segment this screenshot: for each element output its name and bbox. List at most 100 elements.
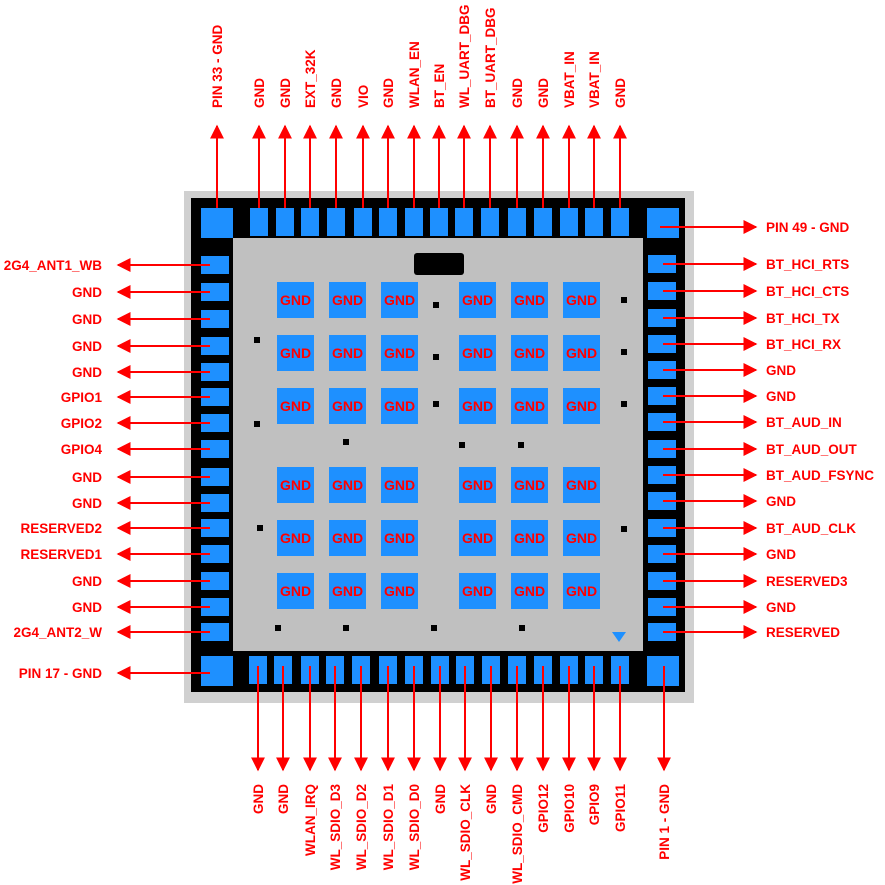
pin-label: BT_AUD_CLK xyxy=(766,521,856,536)
via-dot xyxy=(254,421,260,427)
pin-left-gnd: GND xyxy=(72,600,210,615)
pin-label: GPIO1 xyxy=(61,390,103,405)
pin-top-gnd: GND xyxy=(613,78,628,208)
top-edge-pad xyxy=(327,208,345,236)
center-gnd-pad: GND xyxy=(459,520,496,556)
pin-label: GND xyxy=(278,78,293,108)
center-gnd-pad: GND xyxy=(277,467,314,503)
pin-top-vbat-in: VBAT_IN xyxy=(587,51,602,208)
center-gnd-pad: GND xyxy=(563,573,600,609)
via-dot xyxy=(519,625,525,631)
pin-label: VIO xyxy=(356,85,371,108)
pin-label: GND xyxy=(766,547,796,562)
center-gnd-pad: GND xyxy=(277,520,314,556)
left-edge-pad xyxy=(201,256,229,274)
via-dot xyxy=(254,337,260,343)
corner-pad xyxy=(201,208,233,238)
center-gnd-pad: GND xyxy=(329,520,366,556)
pin-label: BT_AUD_IN xyxy=(766,415,842,430)
center-gnd-pad: GND xyxy=(381,467,418,503)
right-edge-pad xyxy=(648,492,676,510)
left-edge-pad xyxy=(201,283,229,301)
pin-label: RESERVED1 xyxy=(20,547,102,562)
top-edge-pad xyxy=(611,208,629,236)
pin-right-bt-hci-rts: BT_HCI_RTS xyxy=(663,257,849,272)
top-edge-pad xyxy=(534,208,552,236)
left-edge-pad xyxy=(201,310,229,328)
pin-top-wlan-en: WLAN_EN xyxy=(407,41,422,208)
right-edge-pad xyxy=(648,309,676,327)
center-gnd-label: GND xyxy=(384,530,415,546)
pin-top-gnd: GND xyxy=(381,78,396,208)
center-gnd-pad: GND xyxy=(381,335,418,371)
pin-left-2g4-ant1-wb: 2G4_ANT1_WB xyxy=(4,258,210,273)
pin-label: GND xyxy=(766,363,796,378)
center-gnd-pad: GND xyxy=(329,282,366,318)
pin-top-bt-en: BT_EN xyxy=(432,64,447,208)
pin-label: GND xyxy=(72,365,102,380)
pin-label: GND xyxy=(251,784,266,814)
right-edge-pad xyxy=(648,598,676,616)
pin-bottom-gnd: GND xyxy=(484,666,499,814)
center-gnd-pad: GND xyxy=(329,467,366,503)
center-gnd-pad: GND xyxy=(563,335,600,371)
pin-bottom-wl-sdio-cmd: WL_SDIO_CMD xyxy=(510,666,525,884)
center-gnd-label: GND xyxy=(280,345,311,361)
pin-label: GND xyxy=(510,78,525,108)
center-gnd-pad: GND xyxy=(277,388,314,424)
center-gnd-pad: GND xyxy=(563,282,600,318)
pin-right-reserved3: RESERVED3 xyxy=(663,574,848,589)
top-edge-pad xyxy=(250,208,268,236)
center-gnd-pad: GND xyxy=(511,467,548,503)
via-dot xyxy=(257,525,263,531)
center-gnd-pad: GND xyxy=(459,335,496,371)
pin-label: GPIO4 xyxy=(61,442,103,457)
pin-bottom-gpio9: GPIO9 xyxy=(587,666,602,825)
pin-top-wl-uart-dbg: WL_UART_DBG xyxy=(457,5,472,208)
top-edge-pad xyxy=(276,208,294,236)
pin-label: WL_SDIO_CMD xyxy=(510,784,525,884)
pin-label: PIN 17 - GND xyxy=(19,666,103,681)
center-gnd-label: GND xyxy=(514,530,545,546)
center-gnd-label: GND xyxy=(280,583,311,599)
via-dot xyxy=(431,625,437,631)
pin-label: GND xyxy=(766,600,796,615)
pin-top-ext-32k: EXT_32K xyxy=(303,49,318,208)
center-gnd-label: GND xyxy=(514,398,545,414)
right-edge-pad xyxy=(648,361,676,379)
pin-label: BT_HCI_TX xyxy=(766,311,840,326)
pin-right-gnd: GND xyxy=(663,600,796,615)
pin-label: GND xyxy=(72,470,102,485)
pin-bottom-gnd: GND xyxy=(276,666,291,814)
center-gnd-pad: GND xyxy=(381,573,418,609)
center-gnd-label: GND xyxy=(280,292,311,308)
pin-label: GND xyxy=(613,78,628,108)
top-edge-pad xyxy=(560,208,578,236)
center-gnd-label: GND xyxy=(462,345,493,361)
pin-right-bt-aud-fsync: BT_AUD_FSYNC xyxy=(663,468,874,483)
top-edge-pad xyxy=(481,208,499,236)
left-edge-pad xyxy=(201,388,229,406)
center-gnd-label: GND xyxy=(332,292,363,308)
pin-label: RESERVED xyxy=(766,625,840,640)
pin-left-gnd: GND xyxy=(72,285,210,300)
pin-right-gnd: GND xyxy=(663,363,796,378)
center-gnd-pad: GND xyxy=(459,282,496,318)
center-gnd-label: GND xyxy=(514,345,545,361)
center-gnd-pad: GND xyxy=(277,282,314,318)
pin-label: GND xyxy=(433,784,448,814)
pin-label: BT_AUD_OUT xyxy=(766,442,858,457)
center-gnd-label: GND xyxy=(514,292,545,308)
left-edge-pad xyxy=(201,440,229,458)
module-package xyxy=(184,191,694,703)
pin-left-gpio1: GPIO1 xyxy=(61,390,210,405)
left-edge-pad xyxy=(201,494,229,512)
center-gnd-label: GND xyxy=(332,345,363,361)
pin-bottom-wlan-irq: WLAN_IRQ xyxy=(303,666,318,856)
pin-top-pin-33-gnd: PIN 33 - GND xyxy=(210,24,225,208)
right-edge-pad xyxy=(648,519,676,537)
pin-bottom-gpio10: GPIO10 xyxy=(562,666,577,833)
center-gnd-pad: GND xyxy=(459,388,496,424)
pin-label: GND xyxy=(276,784,291,814)
